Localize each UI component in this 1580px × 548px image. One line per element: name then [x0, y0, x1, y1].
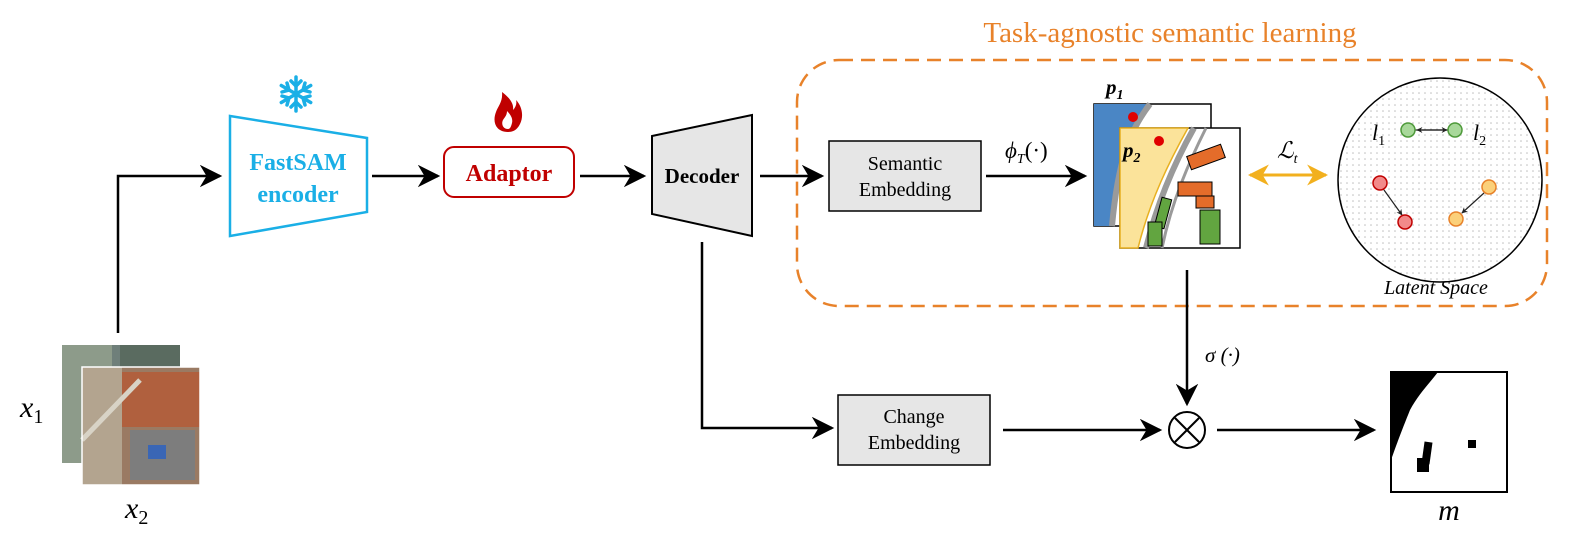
encoder-label-line2: encoder [257, 182, 339, 208]
latent-space-label: Latent Space [1383, 277, 1488, 299]
change-embedding-line1: Change [883, 406, 944, 428]
decoder-label: Decoder [665, 164, 740, 188]
change-embedding-line2: Embedding [868, 432, 960, 454]
latent-point-red-b [1397, 214, 1413, 230]
latent-point-l1 [1400, 122, 1416, 138]
decoder-block [651, 113, 753, 238]
encoder-label-line1: FastSAM [249, 150, 346, 176]
p1-label: p1 [1104, 75, 1124, 103]
semantic-map-p2 [1119, 126, 1241, 249]
fastsam-encoder-block [228, 114, 369, 238]
p2-point [1154, 136, 1164, 146]
latent-point-gold-a [1481, 179, 1497, 195]
latent-space-circle [1337, 77, 1543, 283]
semantic-embedding-block [828, 140, 982, 212]
semantic-embedding-line1: Semantic [868, 153, 943, 175]
semantic-embedding-line2: Embedding [859, 179, 951, 201]
l1-label: l1 [1372, 120, 1385, 149]
sigma-label: σ (·) [1205, 343, 1240, 367]
snowflake-icon [279, 75, 313, 113]
input-image-x2 [80, 366, 201, 486]
latent-point-red-a [1372, 175, 1388, 191]
phi-label: ϕT(·) [1005, 138, 1048, 167]
latent-point-gold-b [1448, 211, 1464, 227]
flame-icon [494, 92, 523, 132]
adaptor-label: Adaptor [466, 161, 553, 187]
arrow-input-to-encoder [116, 164, 223, 333]
arrow-decoder-to-change [700, 242, 835, 440]
input-label-x1: x1 [19, 391, 43, 428]
l2-label: l2 [1473, 120, 1486, 149]
section-title: Task-agnostic semantic learning [983, 17, 1356, 49]
multiply-cross-b [1174, 417, 1200, 443]
latent-point-l2 [1447, 122, 1463, 138]
loss-label: ℒt [1277, 138, 1299, 167]
input-label-x2: x2 [124, 492, 148, 529]
semantic-learning-region [795, 58, 1549, 308]
output-label: m [1438, 494, 1460, 527]
adaptor-block [443, 146, 575, 198]
change-embedding-block [837, 394, 991, 466]
p2-label: p2 [1121, 138, 1141, 166]
gold-pair-link [1461, 187, 1491, 214]
red-pair-link [1378, 183, 1403, 216]
output-change-map [1390, 371, 1508, 493]
p1-point [1128, 112, 1138, 122]
